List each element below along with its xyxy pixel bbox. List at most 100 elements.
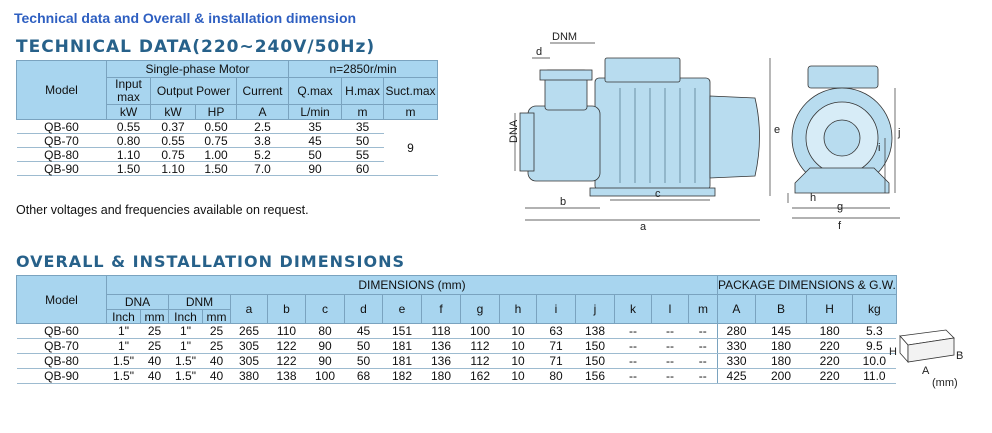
cell: 0.37 [150,119,196,134]
label-h: h [810,192,816,204]
box-unit-label: (mm) [932,377,958,389]
table-row: QB-90 1.50 1.10 1.50 7.0 90 60 [16,161,438,176]
cell: 156 [575,368,615,384]
cell: 40 [140,368,169,384]
technical-data-table: Model Single-phase Motor n=2850r/min Inp… [16,60,438,176]
table-row: QB-60 0.55 0.37 0.50 2.5 35 35 9 [16,119,438,176]
cell: 100 [460,323,500,339]
col-dnm: DNM [168,294,231,310]
cell: -- [651,368,689,384]
cell: 180 [755,353,807,369]
cell: 55 [341,147,384,162]
col-dnm-mm: mm [202,309,231,324]
col-f: f [421,294,461,324]
col-dna: DNA [106,294,169,310]
cell: QB-80 [16,353,107,369]
cell: QB-70 [16,338,107,354]
technical-data-heading: TECHNICAL DATA(220~240V/50Hz) [16,37,376,57]
pump-dimension-drawing: DNM d DNA b c a e i j h g f [508,31,900,233]
col-b: b [267,294,306,324]
col-c: c [305,294,345,324]
cell: QB-60 [16,323,107,339]
col-i: i [536,294,576,324]
col-speed: n=2850r/min [288,60,438,78]
cell: 45 [344,323,383,339]
cell: 1.5" [168,353,203,369]
cell: 10 [499,353,537,369]
cell: -- [651,338,689,354]
label-d: d [536,46,542,58]
unit-current-a: A [236,104,289,120]
cell: 5.3 [852,323,897,339]
col-j: j [575,294,615,324]
unit-qmax: L/min [288,104,342,120]
col-a: a [230,294,268,324]
cell: 50 [341,133,384,148]
cell: 305 [230,353,268,369]
cell: -- [688,323,718,339]
cell: 138 [575,323,615,339]
cell: -- [688,338,718,354]
col-input-max: Input max [106,77,151,105]
cell: -- [614,368,652,384]
cell: 112 [460,353,500,369]
cell: 50 [288,147,342,162]
cell: 122 [267,338,306,354]
cell: 200 [755,368,807,384]
cell: 1.50 [195,161,237,176]
cell: 1.5" [168,368,203,384]
installation-dimensions-heading: OVERALL & INSTALLATION DIMENSIONS [16,252,406,271]
col-pack-kg: kg [851,294,897,324]
label-e: e [774,124,780,136]
col-m: m [688,294,718,324]
col-k: k [614,294,652,324]
cell: 71 [536,338,576,354]
cell: 25 [140,338,169,354]
cell: 180 [806,323,853,339]
cell: 7.0 [236,161,289,176]
cell: 150 [575,353,615,369]
cell: QB-70 [16,133,107,148]
cell: 90 [288,161,342,176]
col-e: e [382,294,422,324]
table-row: QB-80 1.10 0.75 1.00 5.2 50 55 [16,147,438,162]
cell: 180 [755,338,807,354]
cell: 40 [140,353,169,369]
cell: -- [614,338,652,354]
cell: 380 [230,368,268,384]
col-l: l [651,294,689,324]
label-g: g [837,201,843,213]
cell: 1.10 [106,147,151,162]
col-motor: Single-phase Motor [106,60,289,78]
cell: 71 [536,353,576,369]
cell: 35 [288,119,342,134]
cell: 60 [341,161,384,176]
cell: 112 [460,338,500,354]
label-a: a [640,221,647,233]
cell: 220 [806,368,853,384]
col-dnm-inch: Inch [168,309,203,324]
label-i: i [878,142,880,154]
cell: 100 [305,368,345,384]
cell: 1.00 [195,147,237,162]
cell: 80 [305,323,345,339]
cell: 5.2 [236,147,289,162]
cell: 9.5 [852,338,897,354]
unit-output-hp: HP [195,104,237,120]
box-label-a: A [922,365,930,377]
cell: 63 [536,323,576,339]
cell: -- [651,323,689,339]
cell: -- [651,353,689,369]
cell: 151 [382,323,422,339]
availability-note: Other voltages and frequencies available… [16,203,309,217]
cell: 80 [536,368,576,384]
cell: 68 [344,368,383,384]
label-c: c [655,188,661,200]
cell: 40 [202,353,231,369]
cell: 50 [344,353,383,369]
cell: 10 [499,368,537,384]
col-dna-inch: Inch [106,309,141,324]
col-current: Current [236,77,289,105]
cell: 136 [421,338,461,354]
col-pack-b: B [754,294,808,324]
